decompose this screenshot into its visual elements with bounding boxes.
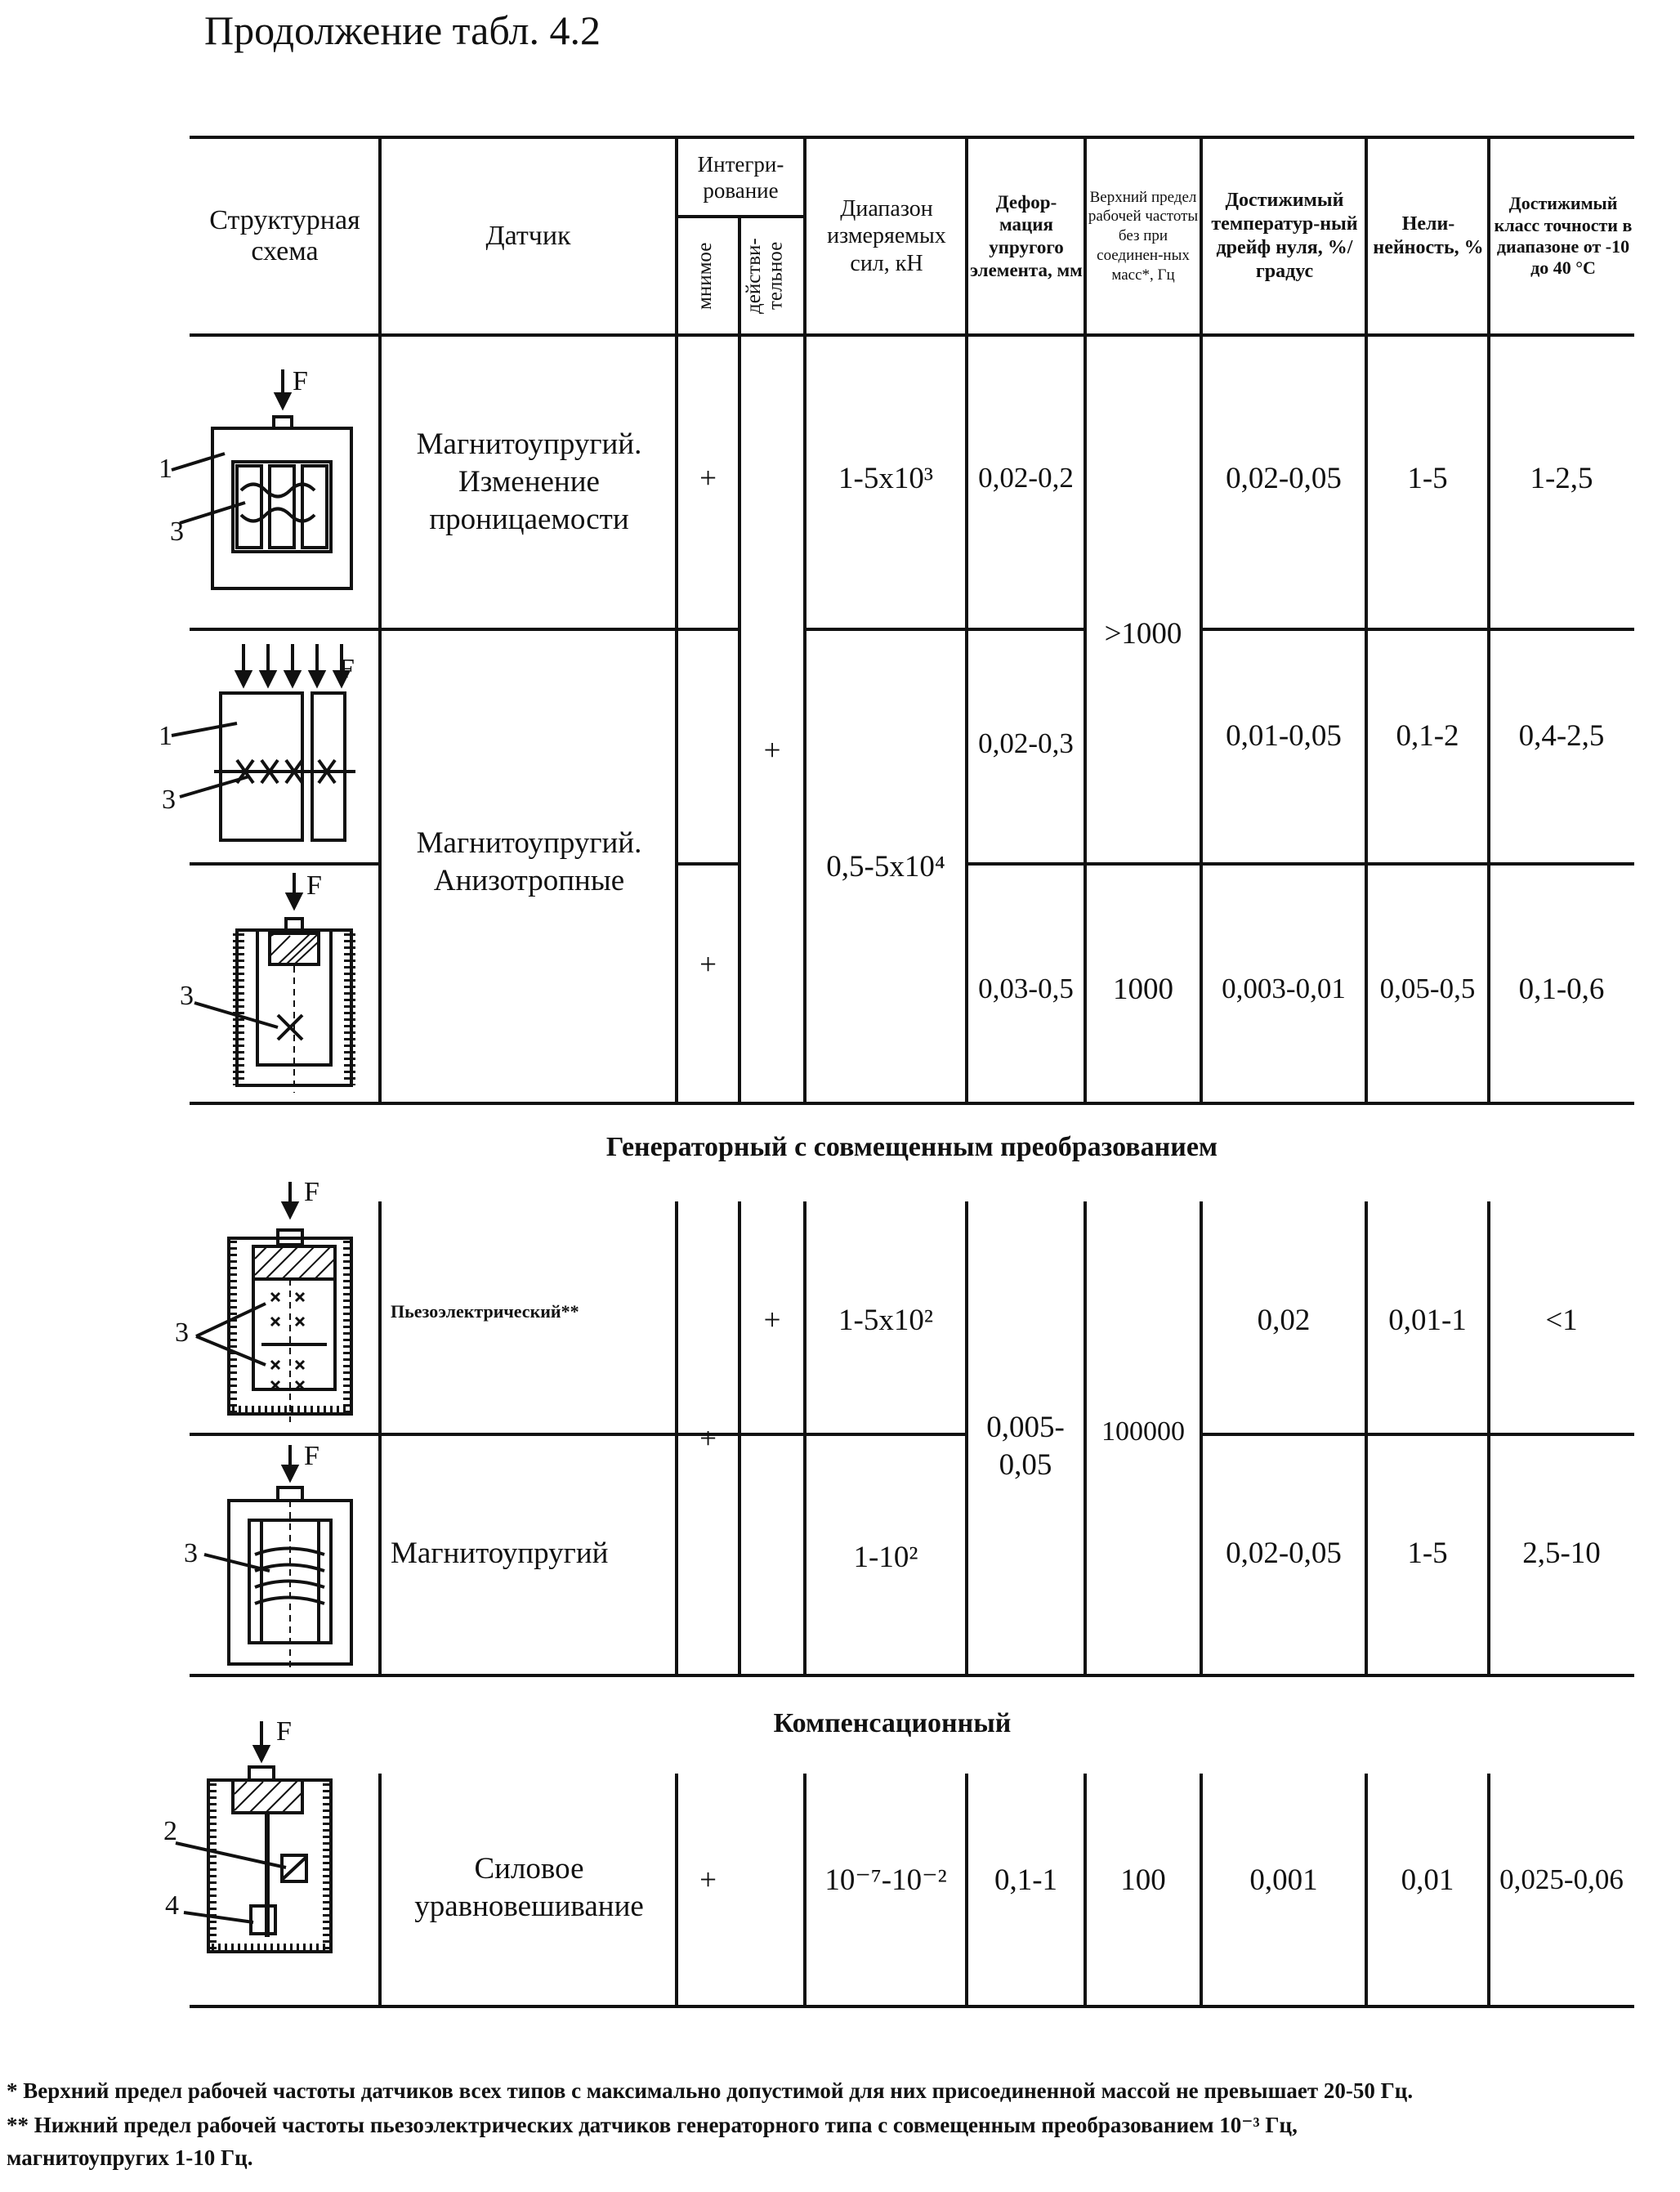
row2-accuracy: 0,4-2,5 bbox=[1518, 718, 1605, 753]
row2-drift: 0,01-0,05 bbox=[1226, 718, 1342, 753]
diagram6-label-2: 2 bbox=[163, 1816, 177, 1846]
row6-sensor: Силовое уравновешивание bbox=[414, 1851, 644, 1923]
row3-drift: 0,003-0,01 bbox=[1222, 973, 1346, 1004]
diagram2-force-label: F bbox=[339, 654, 355, 684]
diagram-magnetoelastic-permeability bbox=[171, 369, 353, 590]
diagram-magnetoelastic-anisotropic-1 bbox=[171, 644, 355, 842]
row5-range: 1-10² bbox=[853, 1540, 918, 1574]
header-drift: Достижимый температур-ный дрейф нуля, %/… bbox=[1211, 190, 1358, 282]
diagram3-label-3: 3 bbox=[180, 981, 194, 1011]
footnote-3: магнитоупругих 1-10 Гц. bbox=[7, 2145, 253, 2170]
header-schema: Структурная схема bbox=[209, 205, 360, 266]
diagram5-force-label: F bbox=[304, 1441, 319, 1471]
row4-accuracy: <1 bbox=[1545, 1303, 1578, 1337]
row1-deformation: 0,02-0,2 bbox=[978, 462, 1074, 494]
header-integration-imaginary: мнимое bbox=[694, 242, 716, 310]
header-sensor: Датчик bbox=[485, 221, 571, 251]
row3-nonlinearity: 0,05-0,5 bbox=[1379, 973, 1476, 1004]
row4-drift: 0,02 bbox=[1257, 1303, 1311, 1337]
diagram6-force-label: F bbox=[276, 1716, 292, 1747]
row1-nonlinearity: 1-5 bbox=[1407, 461, 1448, 495]
row1-drift: 0,02-0,05 bbox=[1226, 461, 1342, 495]
diagram2-label-1: 1 bbox=[159, 721, 172, 751]
row6-drift: 0,001 bbox=[1249, 1863, 1318, 1897]
row2-nonlinearity: 0,1-2 bbox=[1396, 718, 1459, 753]
row4-sensor: Пьезоэлектрический** bbox=[391, 1301, 579, 1322]
row6-nonlinearity: 0,01 bbox=[1401, 1863, 1454, 1897]
row6-imaginary: + bbox=[699, 1863, 717, 1897]
row6-deformation: 0,1-1 bbox=[994, 1863, 1058, 1897]
diagram2-label-3: 3 bbox=[162, 785, 176, 815]
generator-imaginary: + bbox=[699, 1421, 717, 1456]
row1-accuracy: 1-2,5 bbox=[1530, 461, 1593, 495]
row6-accuracy: 0,025-0,06 bbox=[1499, 1863, 1624, 1895]
diagram1-label-1: 1 bbox=[159, 454, 172, 484]
row6-frequency: 100 bbox=[1120, 1863, 1166, 1897]
diagram4-force-label: F bbox=[304, 1177, 319, 1207]
footnote-1: * Верхний предел рабочей частоты датчико… bbox=[7, 2078, 1414, 2103]
diagram6-label-4: 4 bbox=[165, 1890, 179, 1921]
real-integration-plus: + bbox=[763, 733, 781, 767]
header-range: Диапазон измеряемых сил, кН bbox=[827, 195, 946, 276]
row5-sensor: Магнитоупругий bbox=[391, 1536, 609, 1570]
generator-frequency: 100000 bbox=[1101, 1416, 1185, 1447]
header-integration: Интегри-рование bbox=[697, 151, 784, 203]
footnote-2: ** Нижний предел рабочей частоты пьезоэл… bbox=[7, 2113, 1298, 2137]
row2-deformation: 0,02-0,3 bbox=[978, 727, 1074, 759]
row23-range: 0,5-5x10⁴ bbox=[826, 849, 945, 884]
diagram-piezoelectric bbox=[195, 1182, 353, 1422]
row4-real: + bbox=[763, 1303, 781, 1337]
row3-deformation: 0,03-0,5 bbox=[978, 973, 1074, 1004]
row5-drift: 0,02-0,05 bbox=[1226, 1536, 1342, 1570]
header-deformation: Дефор-мация упругого элемента, мм bbox=[970, 191, 1083, 280]
row5-accuracy: 2,5-10 bbox=[1522, 1536, 1601, 1570]
row1-range: 1-5x10³ bbox=[838, 461, 933, 495]
section-generator: Генераторный с совмещенным преобразовани… bbox=[605, 1132, 1218, 1162]
diagram1-force-label: F bbox=[293, 366, 308, 396]
header-nonlinearity: Нели-нейность, % bbox=[1373, 213, 1484, 258]
row4-nonlinearity: 0,01-1 bbox=[1388, 1303, 1467, 1337]
generator-deformation: 0,005-0,05 bbox=[986, 1410, 1065, 1482]
diagram-force-balance bbox=[175, 1721, 333, 1953]
row23-sensor: Магнитоупругий. Анизотропные bbox=[416, 825, 642, 897]
freq-over-1000: >1000 bbox=[1104, 616, 1182, 651]
row1-sensor: Магнитоупругий. Изменение проницаемости bbox=[416, 427, 642, 537]
header-integration-real: действи-тельное bbox=[743, 238, 787, 314]
header-frequency: Верхний предел рабочей частоты без при с… bbox=[1088, 188, 1199, 284]
header-accuracy: Достижимый класс точности в диапазоне от… bbox=[1494, 193, 1633, 279]
page-title: Продолжение табл. 4.2 bbox=[204, 7, 601, 53]
diagram3-force-label: F bbox=[306, 870, 322, 901]
row5-nonlinearity: 1-5 bbox=[1407, 1536, 1448, 1570]
diagram4-label-3: 3 bbox=[175, 1317, 189, 1348]
diagram-magnetoelastic-generator bbox=[203, 1445, 353, 1669]
row6-range: 10⁻⁷-10⁻² bbox=[824, 1863, 947, 1897]
section-compensation: Компенсационный bbox=[773, 1708, 1012, 1738]
row3-accuracy: 0,1-0,6 bbox=[1518, 972, 1605, 1006]
row3-imaginary: + bbox=[699, 947, 717, 982]
row1-imaginary: + bbox=[699, 461, 717, 495]
row4-range: 1-5x10² bbox=[838, 1303, 933, 1337]
diagram5-label-3: 3 bbox=[184, 1538, 198, 1568]
diagram-magnetoelastic-anisotropic-2 bbox=[194, 873, 355, 1093]
diagram1-label-3: 3 bbox=[170, 517, 184, 547]
row3-frequency: 1000 bbox=[1113, 972, 1173, 1006]
